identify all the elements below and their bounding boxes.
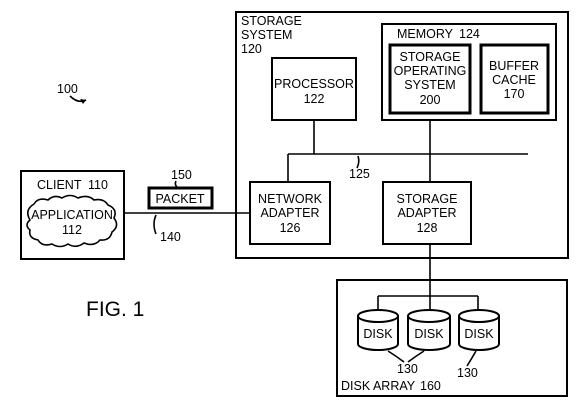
packet-ref-leader [174, 180, 179, 189]
disk-array-ref: 160 [420, 379, 441, 393]
bus-ref-leader [356, 155, 360, 169]
storage-os-line2: OPERATING [394, 64, 467, 78]
network-adapter-line1: NETWORK [258, 192, 323, 206]
application-label: APPLICATION [31, 208, 113, 222]
figure-ref-arrowhead [80, 99, 86, 104]
storage-adapter-line2: ADAPTER [397, 206, 456, 220]
buffer-cache-line2: CACHE [492, 73, 536, 87]
disk-3: DISK [458, 309, 500, 351]
client-ref: 110 [88, 178, 108, 192]
bus-ref: 125 [349, 167, 370, 181]
disk-array-title: DISK ARRAY [341, 379, 416, 393]
disk-ref-left-leader-1 [387, 350, 405, 363]
packet-ref: 150 [171, 168, 192, 182]
packet-box [147, 186, 214, 210]
processor-box [271, 57, 357, 121]
memory-ref: 124 [459, 27, 480, 41]
figure-ref-number: 100 [57, 82, 78, 96]
storage-adapter-box [382, 181, 472, 245]
storage-os-box [388, 43, 472, 115]
storage-os-ref: 200 [420, 93, 441, 107]
application-cloud [26, 194, 118, 248]
storage-system-title-line2: SYSTEM [241, 28, 292, 42]
client-title: CLIENT [37, 178, 82, 192]
disk-3-label: DISK [464, 327, 494, 341]
disk-1-label: DISK [363, 327, 393, 341]
buffer-cache-ref: 170 [504, 87, 525, 101]
storage-os-line3: SYSTEM [404, 78, 455, 92]
network-adapter-box [249, 181, 331, 245]
storage-system-title-line1: STORAGE [241, 14, 302, 28]
disk-ref-left-leader-2 [407, 350, 425, 363]
network-adapter-ref: 126 [280, 221, 301, 235]
network-adapter-line2: ADAPTER [260, 206, 319, 220]
disk-ref-right: 130 [457, 366, 478, 380]
buffer-cache-box [479, 43, 550, 115]
disk-2: DISK [407, 309, 451, 351]
buffer-cache-line1: BUFFER [489, 59, 539, 73]
storage-adapter-ref: 128 [417, 221, 438, 235]
storage-system-ref: 120 [241, 42, 262, 56]
figure-caption: FIG. 1 [86, 298, 144, 321]
processor-ref: 122 [304, 92, 325, 106]
client-box [20, 170, 125, 260]
disk-ref-right-leader [466, 350, 477, 367]
disk-2-label: DISK [414, 327, 444, 341]
link-ref-leader [153, 214, 157, 235]
packet-label: PACKET [155, 192, 204, 206]
disk-1: DISK [357, 309, 399, 351]
storage-os-line1: STORAGE [400, 50, 461, 64]
processor-label: PROCESSOR [274, 77, 354, 91]
application-ref: 112 [62, 223, 82, 237]
storage-adapter-line1: STORAGE [397, 192, 458, 206]
link-ref: 140 [160, 230, 181, 244]
disk-ref-left: 130 [397, 362, 418, 376]
memory-title: MEMORY [397, 27, 454, 41]
